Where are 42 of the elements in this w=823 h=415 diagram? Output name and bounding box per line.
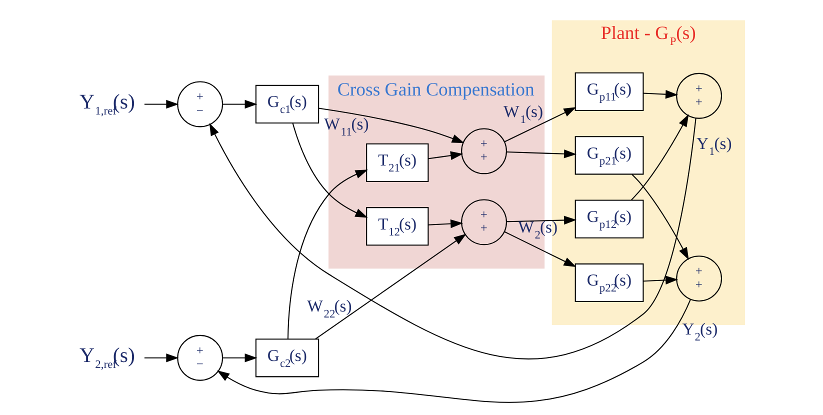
node-circle: + −	[176, 334, 223, 381]
node-box: T$_{21}$(s)	[366, 143, 428, 182]
edge-label: Y$_{2}$(s)	[682, 319, 718, 344]
node-circle: + +	[676, 256, 722, 302]
arrow	[428, 151, 463, 160]
node-text: Y$_{1,ref}$(s)	[79, 89, 134, 118]
node-circle: + +	[676, 72, 722, 119]
arrow	[144, 100, 178, 109]
arrow	[631, 174, 688, 260]
node-box: T$_{12}$(s)	[366, 207, 428, 246]
arrow	[642, 90, 678, 99]
arrow	[292, 123, 368, 218]
edge-label: W$_{2}$(s)	[518, 217, 558, 242]
node-box: G$_{c2}$(s)	[254, 338, 319, 378]
node-box: G$_{p12}$(s)	[574, 200, 644, 238]
node-circle: + +	[460, 128, 506, 174]
node-box: G$_{p22}$(s)	[574, 263, 644, 302]
edge-label: W$_{1}$(s)	[503, 102, 543, 126]
arrow	[222, 354, 257, 362]
arrow	[504, 231, 576, 268]
arrow	[630, 114, 688, 200]
arrow	[428, 219, 463, 228]
node-circle: + +	[460, 199, 506, 246]
node-text: Y$_{2,ref}$(s)	[79, 343, 134, 372]
arrow	[504, 107, 576, 142]
arrow	[208, 118, 696, 360]
node-box: G$_{p11}$(s)	[574, 72, 644, 112]
arrow	[222, 100, 257, 109]
arrow	[506, 150, 576, 158]
node-box: G$_{p21}$(s)	[574, 136, 644, 175]
arrow	[286, 170, 368, 339]
edge-label: W$_{22}$(s)	[306, 296, 352, 321]
arrow	[314, 234, 466, 340]
arrow	[318, 108, 464, 144]
node-box: G$_{c1}$(s)	[254, 84, 319, 124]
arrow	[216, 299, 691, 403]
arrow	[642, 276, 678, 284]
node-circle: + −	[176, 81, 223, 128]
arrow	[506, 216, 576, 225]
arrow	[144, 354, 178, 362]
edge-label: W$_{11}$(s)	[324, 114, 368, 139]
edge-label: Y$_{1}$(s)	[696, 134, 732, 158]
